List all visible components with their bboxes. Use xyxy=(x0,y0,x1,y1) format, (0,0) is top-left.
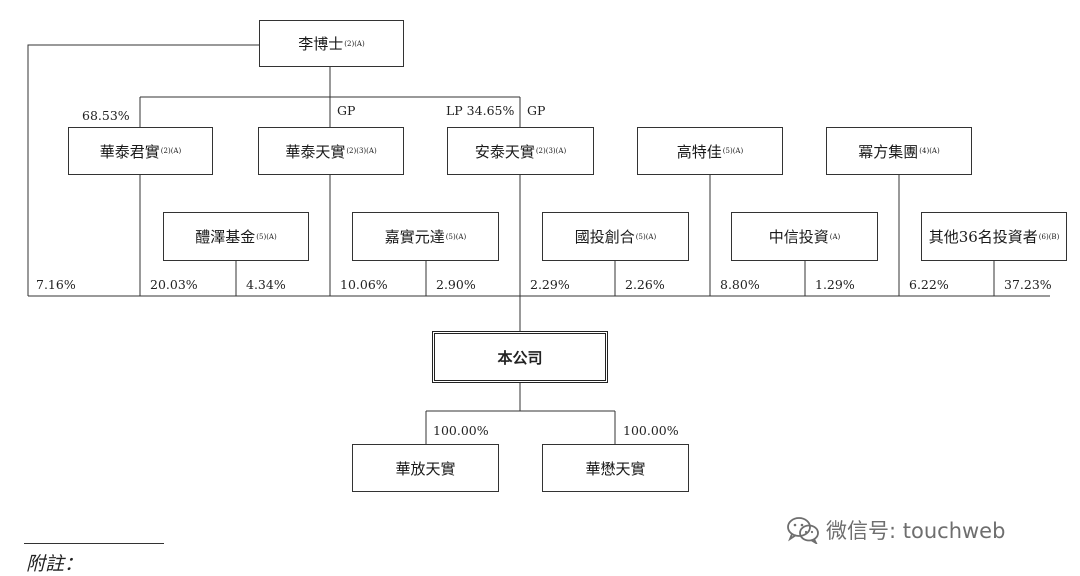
label-8-80: 8.80% xyxy=(720,277,760,292)
footnote-heading: 附註： xyxy=(26,553,84,575)
person-note: (2)(A) xyxy=(344,39,365,48)
watermark: 微信号: touchweb xyxy=(786,515,1005,545)
entity-note: (5)(A) xyxy=(722,147,744,155)
watermark-text: 微信号: touchweb xyxy=(826,519,1006,543)
entity-note: (5)(A) xyxy=(256,232,277,241)
line-person-left xyxy=(27,44,259,296)
entity-note: (2)(3)(A) xyxy=(535,147,567,155)
entity-box-antai-tianshi: 安泰天實(2)(3)(A) xyxy=(447,127,594,175)
footnote-rule xyxy=(24,543,164,544)
entity-box-jiashi: 嘉實元達(5)(A) xyxy=(352,212,499,261)
wechat-icon xyxy=(787,517,819,544)
entity-name: 安泰天實 xyxy=(474,142,535,161)
entity-note: (2)(A) xyxy=(160,147,182,155)
label-1-29: 1.29% xyxy=(815,277,855,292)
label-gp-huatai: GP xyxy=(337,103,356,118)
label-10-06: 10.06% xyxy=(340,277,388,292)
entity-name: 國投創合 xyxy=(574,228,635,246)
entity-note: (A) xyxy=(829,232,841,241)
label-lp-34-65: LP 34.65% xyxy=(446,103,515,118)
entity-note: (4)(A) xyxy=(919,147,940,155)
subsidiary-name: 華放天實 xyxy=(395,459,456,478)
entity-box-guotou: 國投創合(5)(A) xyxy=(542,212,689,261)
entity-name: 其他36名投資者 xyxy=(928,228,1038,246)
entity-note: (5)(A) xyxy=(635,232,657,241)
company-box: 本公司 xyxy=(432,331,608,383)
entity-name: 華泰君實 xyxy=(99,142,160,161)
label-2-90: 2.90% xyxy=(436,277,476,292)
label-20-03: 20.03% xyxy=(150,277,198,292)
label-gp-antai: GP xyxy=(527,103,546,118)
label-100-sub1: 100.00% xyxy=(433,423,489,438)
company-name: 本公司 xyxy=(497,348,543,367)
entity-box-huatai-tianshi: 華泰天實(2)(3)(A) xyxy=(258,127,404,175)
entity-box-huatai-junshi: 華泰君實(2)(A) xyxy=(68,127,213,175)
entity-box-mifang: 冪方集團(4)(A) xyxy=(826,127,972,175)
label-37-23: 37.23% xyxy=(1004,277,1052,292)
person-name: 李博士 xyxy=(298,35,344,53)
subsidiary-name: 華懋天實 xyxy=(585,459,646,478)
label-6-22: 6.22% xyxy=(909,277,949,292)
label-2-26: 2.26% xyxy=(625,277,665,292)
entity-box-lize: 醴澤基金(5)(A) xyxy=(163,212,309,261)
person-box-li: 李博士(2)(A) xyxy=(259,20,404,67)
entity-note: (2)(3)(A) xyxy=(346,147,377,155)
entity-name: 中信投資 xyxy=(768,228,829,246)
entity-box-zhongxin: 中信投資(A) xyxy=(731,212,878,261)
label-4-34: 4.34% xyxy=(246,277,286,292)
entity-box-gaotejia: 高特佳(5)(A) xyxy=(637,127,783,175)
subsidiary-box-huamao: 華懋天實 xyxy=(542,444,689,492)
label-100-sub2: 100.00% xyxy=(623,423,679,438)
entity-name: 醴澤基金 xyxy=(195,228,256,246)
entity-note: (5)(A) xyxy=(445,232,467,241)
entity-name: 高特佳 xyxy=(676,142,722,161)
entity-name: 華泰天實 xyxy=(285,142,346,161)
entity-box-others: 其他36名投資者(6)(B) xyxy=(921,212,1067,261)
label-7-16: 7.16% xyxy=(36,277,76,292)
subsidiary-box-huafang: 華放天實 xyxy=(352,444,499,492)
label-68-53: 68.53% xyxy=(82,108,130,123)
entity-name: 冪方集團 xyxy=(858,142,919,161)
entity-note: (6)(B) xyxy=(1038,232,1060,241)
label-2-29: 2.29% xyxy=(530,277,570,292)
entity-name: 嘉實元達 xyxy=(384,228,445,246)
